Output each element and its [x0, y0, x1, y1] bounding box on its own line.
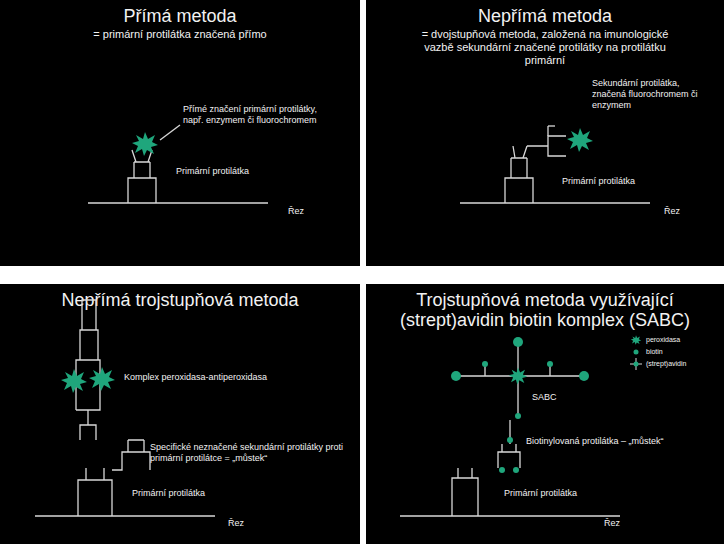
annotation-label: Řez	[664, 206, 704, 217]
slide-subtitle: = primární protilátka značená přímo	[8, 28, 352, 41]
slide-panel: Nepřímá metoda= dvojstupňová metoda, zal…	[366, 0, 724, 266]
annotation-label: Primární protilátka	[176, 166, 296, 177]
slide-title: Trojstupňová metoda využívající (strept)…	[366, 284, 724, 330]
slide-panel: Nepřímá trojstupňová metoda	[0, 284, 360, 544]
legend-text: biotin	[646, 347, 718, 357]
legend-text: peroxidasa	[646, 335, 718, 345]
annotation-label: Přímé značení primární protilátky, např.…	[183, 104, 323, 126]
slide-subtitle: = dvojstupňová metoda, založená na imuno…	[406, 28, 684, 67]
annotation-label: Primární protilátka	[132, 488, 272, 499]
annotation-label: Řez	[604, 518, 644, 529]
annotation-label: Komplex peroxidasa-antiperoxidasa	[124, 372, 354, 383]
slide-panel: Trojstupňová metoda využívající (strept)…	[366, 284, 724, 544]
annotation-label: SABC	[532, 392, 592, 403]
annotation-label: Řez	[288, 206, 328, 217]
annotation-label: Primární protilátka	[504, 488, 644, 499]
annotation-label: Řez	[228, 518, 268, 529]
slide-title: Nepřímá metoda	[366, 0, 724, 26]
annotation-label: Sekundární protilátka, značená fluorochr…	[592, 78, 716, 111]
annotation-label: Specifické neznačené sekundární protilát…	[150, 442, 350, 464]
legend-text: (strept)avidin	[646, 359, 718, 369]
slide-title: Přímá metoda	[0, 0, 360, 26]
slide-panel: Přímá metoda = primární protilátka značen…	[0, 0, 360, 266]
slide-title: Nepřímá trojstupňová metoda	[0, 284, 360, 310]
annotation-label: Primární protilátka	[562, 176, 682, 187]
annotation-label: Biotinylovaná protilátka – „můstek“	[526, 436, 716, 447]
